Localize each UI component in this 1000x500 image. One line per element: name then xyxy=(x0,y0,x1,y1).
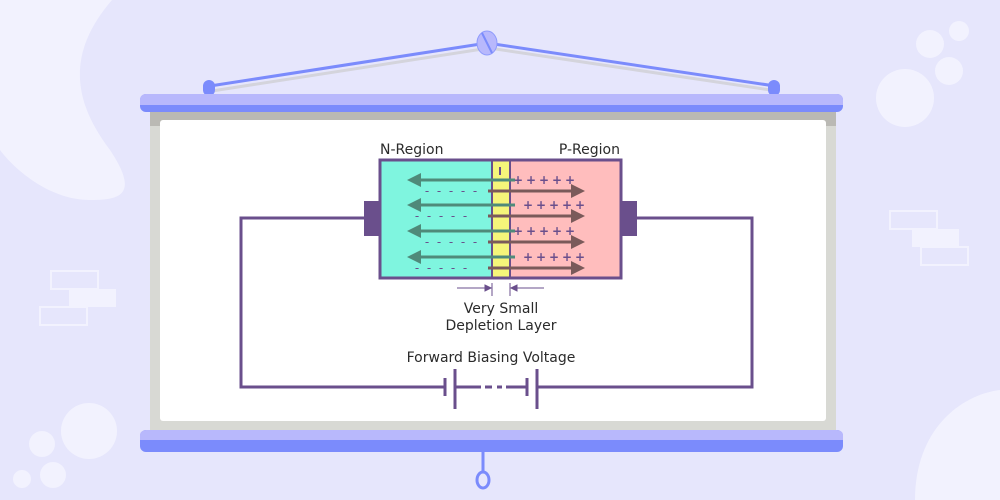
electron-flow-arrow xyxy=(407,224,515,238)
electron-minus: - xyxy=(415,261,419,275)
n-region xyxy=(380,160,492,278)
hole-plus: + xyxy=(523,250,533,264)
hole-plus: + xyxy=(562,198,572,212)
hole-plus: + xyxy=(539,224,549,238)
depletion-label-line1: Very Small xyxy=(464,301,538,317)
decorative-bubbles-top-right xyxy=(876,21,969,127)
electron-minus: - xyxy=(473,184,477,198)
background-blob-top-left xyxy=(0,0,125,200)
hole-plus: + xyxy=(539,173,549,187)
bottom-rail xyxy=(140,430,843,452)
hole-flow-arrow xyxy=(488,235,585,249)
hole-flow-arrow xyxy=(488,209,585,223)
background-blob-bottom-right xyxy=(915,390,1000,500)
depletion-width-marker xyxy=(457,283,544,296)
current-arrows xyxy=(407,173,585,275)
electron-minus: - xyxy=(427,209,431,223)
decorative-bubbles-bottom-left xyxy=(13,403,117,488)
depletion-label-line2: Depletion Layer xyxy=(445,318,556,334)
diode-body xyxy=(378,158,623,280)
hole-plus: + xyxy=(562,250,572,264)
p-region xyxy=(510,160,621,278)
n-region-label: N-Region xyxy=(380,142,443,158)
electron-minus: - xyxy=(451,209,455,223)
pull-cord-ring-icon xyxy=(475,452,491,490)
battery-symbol xyxy=(443,369,539,409)
hole-plus: + xyxy=(513,224,523,238)
hole-plus: + xyxy=(575,250,585,264)
electron-flow-arrow xyxy=(407,198,515,212)
hole-plus: + xyxy=(575,198,585,212)
circuit-wire xyxy=(239,216,754,389)
voltage-label: Forward Biasing Voltage xyxy=(407,350,576,366)
hole-flow-arrow xyxy=(488,184,585,198)
hole-flow-arrow xyxy=(488,261,585,275)
electron-minus: - xyxy=(437,235,441,249)
hole-plus: + xyxy=(549,198,559,212)
hole-plus: + xyxy=(523,198,533,212)
hole-plus: + xyxy=(526,173,536,187)
electron-flow-arrow xyxy=(407,250,515,264)
electron-minus: - xyxy=(463,261,467,275)
electron-minus: - xyxy=(439,209,443,223)
hole-plus: + xyxy=(526,224,536,238)
hole-plus: + xyxy=(536,198,546,212)
electron-minus: - xyxy=(449,235,453,249)
electron-flow-arrow xyxy=(407,173,515,187)
electron-minus: - xyxy=(425,235,429,249)
electron-minus: - xyxy=(425,184,429,198)
electron-minus: - xyxy=(415,209,419,223)
terminal-right xyxy=(621,201,637,236)
electron-minus: - xyxy=(451,261,455,275)
screw-icon xyxy=(476,30,498,56)
electron-minus: - xyxy=(461,235,465,249)
terminal-left xyxy=(364,201,380,236)
hole-plus: + xyxy=(565,173,575,187)
electron-minus: - xyxy=(449,184,453,198)
electron-minus: - xyxy=(461,184,465,198)
decorative-bricks-right xyxy=(889,210,969,266)
hole-plus: + xyxy=(549,250,559,264)
hole-plus: + xyxy=(565,224,575,238)
hole-plus: + xyxy=(536,250,546,264)
electron-minus: - xyxy=(439,261,443,275)
electron-minus: - xyxy=(427,261,431,275)
hole-plus: + xyxy=(552,224,562,238)
hole-plus: + xyxy=(513,173,523,187)
depletion-layer xyxy=(492,160,510,278)
charge-carriers: --------------------++++++++++++++++++++ xyxy=(415,173,585,275)
electron-minus: - xyxy=(473,235,477,249)
hole-plus: + xyxy=(552,173,562,187)
electron-minus: - xyxy=(463,209,467,223)
top-rail xyxy=(140,94,843,112)
electron-minus: - xyxy=(437,184,441,198)
p-region-label: P-Region xyxy=(559,142,620,158)
decorative-bricks-left xyxy=(39,270,116,326)
